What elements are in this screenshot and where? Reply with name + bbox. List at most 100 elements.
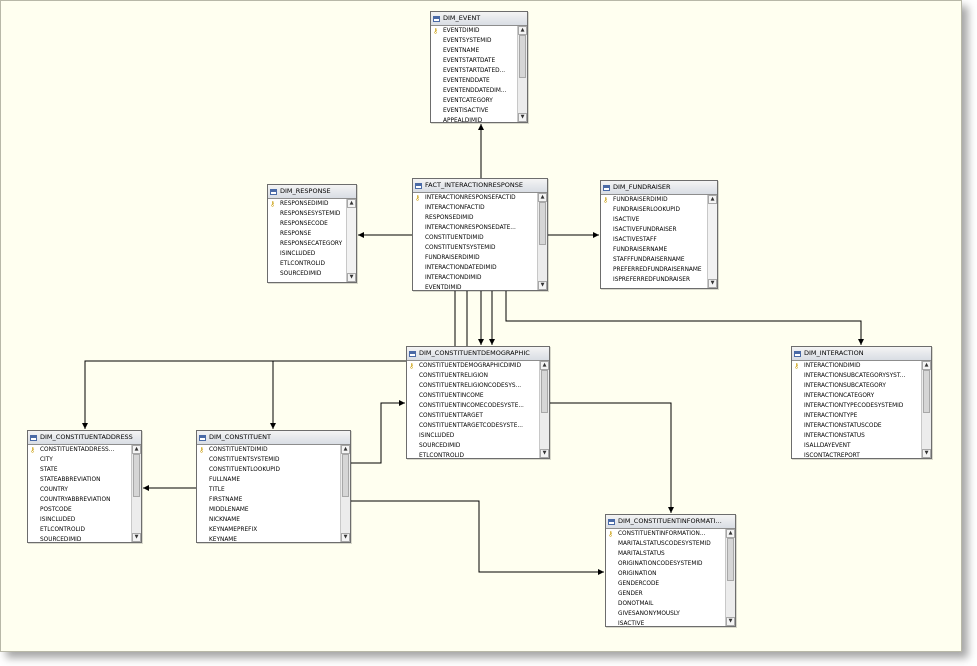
scroll-down-icon[interactable]: ▼ (708, 279, 717, 288)
column-row[interactable]: ISALLDAYEVENT (792, 441, 921, 451)
column-row[interactable]: EVENTDIMID (413, 283, 537, 290)
column-row[interactable]: FIRSTNAME (197, 495, 340, 505)
scrollbar-thumb[interactable] (541, 370, 548, 413)
column-row[interactable]: EVENTENDDATE (431, 76, 517, 86)
column-row[interactable]: CITY (28, 455, 131, 465)
column-row[interactable]: INTERACTIONCATEGORY (792, 391, 921, 401)
column-row[interactable]: INTERACTIONSUBCATEGORY (792, 381, 921, 391)
column-row[interactable]: TITLE (197, 485, 340, 495)
column-row[interactable]: CONSTITUENTINCOMECODESYSTE... (407, 401, 539, 411)
column-row[interactable]: INTERACTIONFACTID (413, 203, 537, 213)
column-row[interactable]: NICKNAME (197, 515, 340, 525)
column-row[interactable]: ⚷CONSTITUENTADDRESS... (28, 445, 131, 455)
relationship-demographic-to-information[interactable] (550, 402, 672, 513)
column-row[interactable]: ⚷FUNDRAISERDIMID (601, 195, 707, 205)
column-row[interactable]: CONSTITUENTINCOME (407, 391, 539, 401)
column-row[interactable]: RESPONSECATEGORY (268, 239, 346, 249)
column-row[interactable]: STAFFFUNDRAISERNAME (601, 255, 707, 265)
column-row[interactable]: INTERACTIONDIMID (413, 273, 537, 283)
column-row[interactable]: ISACTIVE (606, 619, 725, 626)
column-row[interactable]: EVENTISACTIVE (431, 106, 517, 116)
vertical-scrollbar[interactable]: ▲▼ (131, 445, 141, 542)
column-row[interactable]: MIDDLENAME (197, 505, 340, 515)
table-fact-interactionresponse[interactable]: FACT_INTERACTIONRESPONSE⚷INTERACTIONRESP… (412, 178, 548, 291)
table-dim-constituentaddress[interactable]: DIM_CONSTITUENTADDRESS⚷CONSTITUENTADDRES… (27, 430, 142, 543)
column-row[interactable]: EVENTSTARTDATE (431, 56, 517, 66)
column-row[interactable]: SOURCEDIMID (28, 535, 131, 542)
scroll-up-icon[interactable]: ▲ (341, 445, 350, 454)
relationship-constituent-to-demographic[interactable] (351, 402, 405, 464)
vertical-scrollbar[interactable]: ▲▼ (340, 445, 350, 542)
column-row[interactable]: FULLNAME (197, 475, 340, 485)
column-row[interactable]: COUNTRYABBREVIATION (28, 495, 131, 505)
table-dim-constituentdemographic[interactable]: DIM_CONSTITUENTDEMOGRAPHIC⚷CONSTITUENTDE… (406, 346, 550, 459)
column-row[interactable]: ⚷INTERACTIONRESPONSEFACTID (413, 193, 537, 203)
scrollbar-thumb[interactable] (133, 454, 140, 497)
column-row[interactable]: EVENTSTARTDATED... (431, 66, 517, 76)
vertical-scrollbar[interactable]: ▲▼ (537, 193, 547, 290)
scroll-down-icon[interactable]: ▼ (341, 533, 350, 542)
column-row[interactable]: CONSTITUENTLOOKUPID (197, 465, 340, 475)
column-row[interactable]: FUNDRAISERLOOKUPID (601, 205, 707, 215)
column-row[interactable]: CONSTITUENTDIMID (413, 233, 537, 243)
scroll-up-icon[interactable]: ▲ (538, 193, 547, 202)
scroll-up-icon[interactable]: ▲ (132, 445, 141, 454)
scroll-up-icon[interactable]: ▲ (347, 199, 356, 208)
column-row[interactable]: INTERACTIONTYPE (792, 411, 921, 421)
scroll-up-icon[interactable]: ▲ (922, 361, 931, 370)
column-row[interactable]: STATE (28, 465, 131, 475)
scroll-up-icon[interactable]: ▲ (708, 195, 717, 204)
column-row[interactable]: ISACTIVE (601, 215, 707, 225)
column-row[interactable]: CONSTITUENTSYSTEMID (413, 243, 537, 253)
scrollbar-thumb[interactable] (519, 35, 526, 78)
relationship-fact-to-constituent[interactable] (272, 291, 468, 429)
scroll-down-icon[interactable]: ▼ (540, 449, 549, 458)
column-row[interactable]: FUNDRAISERDIMID (413, 253, 537, 263)
column-row[interactable]: POSTCODE (28, 505, 131, 515)
table-header[interactable]: FACT_INTERACTIONRESPONSE (413, 179, 547, 193)
column-row[interactable]: ISACTIVESTAFF (601, 235, 707, 245)
vertical-scrollbar[interactable]: ▲▼ (707, 195, 717, 288)
column-row[interactable]: GIVESANONYMOUSLY (606, 609, 725, 619)
table-header[interactable]: DIM_INTERACTION (792, 347, 931, 361)
column-row[interactable]: ETLCONTROLID (407, 451, 539, 458)
column-row[interactable]: DONOTMAIL (606, 599, 725, 609)
column-row[interactable]: INTERACTIONDATEDIMID (413, 263, 537, 273)
relationship-constituent-to-information[interactable] (351, 500, 604, 573)
vertical-scrollbar[interactable]: ▲▼ (539, 361, 549, 458)
column-row[interactable]: KEYNAMEPREFIX (197, 525, 340, 535)
column-row[interactable]: ISINCLUDED (28, 515, 131, 525)
column-row[interactable]: ⚷RESPONSEDIMID (268, 199, 346, 209)
column-row[interactable]: INTERACTIONSUBCATEGORYSYST... (792, 371, 921, 381)
scrollbar-thumb[interactable] (342, 454, 349, 497)
column-row[interactable]: GENDER (606, 589, 725, 599)
table-header[interactable]: DIM_RESPONSE (268, 185, 356, 199)
vertical-scrollbar[interactable]: ▲▼ (725, 529, 735, 626)
column-row[interactable]: FUNDRAISERNAME (601, 245, 707, 255)
scroll-up-icon[interactable]: ▲ (540, 361, 549, 370)
scroll-up-icon[interactable]: ▲ (726, 529, 735, 538)
column-row[interactable]: EVENTENDDATEDIM... (431, 86, 517, 96)
column-row[interactable]: CONSTITUENTTARGET (407, 411, 539, 421)
scroll-up-icon[interactable]: ▲ (518, 26, 527, 35)
column-row[interactable]: RESPONSESYSTEMID (268, 209, 346, 219)
scrollbar-thumb[interactable] (727, 538, 734, 581)
column-row[interactable]: ⚷EVENTDIMID (431, 26, 517, 36)
column-row[interactable]: SOURCEDIMID (268, 269, 346, 279)
column-row[interactable]: ISINCLUDED (268, 249, 346, 259)
column-row[interactable]: ETLCONTROLID (28, 525, 131, 535)
column-row[interactable]: GENDERCODE (606, 579, 725, 589)
relationship-fact-to-interaction[interactable] (505, 291, 862, 345)
column-row[interactable]: RESPONSE (268, 229, 346, 239)
column-row[interactable]: ⚷CONSTITUENTDEMOGRAPHICDIMID (407, 361, 539, 371)
vertical-scrollbar[interactable]: ▲▼ (921, 361, 931, 458)
scroll-down-icon[interactable]: ▼ (518, 113, 527, 122)
